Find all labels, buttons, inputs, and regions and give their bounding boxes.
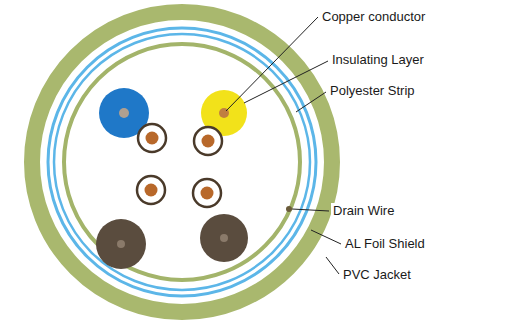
pair-cores bbox=[137, 124, 222, 207]
part-label: Drain Wire bbox=[331, 203, 396, 218]
core-conductor bbox=[117, 240, 125, 248]
brown-core bbox=[200, 214, 248, 262]
drain-wire bbox=[286, 206, 292, 212]
polyester-strip bbox=[64, 44, 300, 280]
core-conductor bbox=[119, 108, 129, 118]
brown-core bbox=[96, 219, 146, 269]
part-label: Insulating Layer bbox=[330, 52, 426, 67]
pvc-jacket bbox=[32, 12, 332, 312]
core-conductor bbox=[220, 234, 228, 242]
foil-shield-inner bbox=[54, 34, 310, 290]
foil-shield-outer bbox=[48, 28, 316, 296]
part-label: AL Foil Shield bbox=[343, 236, 427, 251]
leader-lines bbox=[226, 17, 341, 274]
part-label: Copper conductor bbox=[320, 9, 427, 24]
part-label: PVC Jacket bbox=[341, 267, 413, 282]
part-label: Polyester Strip bbox=[328, 83, 417, 98]
